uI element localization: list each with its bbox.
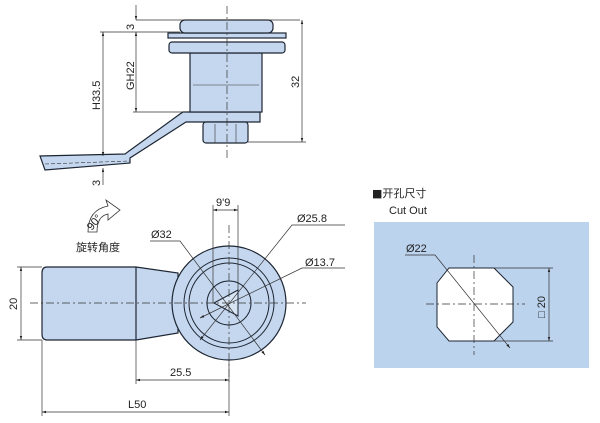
dim-d25-8: Ø25.8 [297,213,327,225]
dim-square: □ 20 [536,296,548,318]
dim-width: 20 [8,298,20,310]
cut-out-title-en: Cut Out [389,205,427,217]
rotation-label: 旋转角度 [76,240,120,254]
bottom-nut [202,121,249,144]
lock-body [189,52,263,113]
dim-overall: 32 [290,76,302,88]
dim-key-slot: 9'9 [216,197,230,209]
rotation-arrow-icon: 90° [85,198,121,233]
dim-cap-height: 3 [125,24,137,30]
dim-cam-thickness: 3 [91,180,103,186]
dim-length: L50 [128,399,146,411]
handle [41,266,179,341]
dim-thread: GH22 [125,61,137,90]
dim-d32: Ø32 [151,229,172,241]
cap [179,19,274,34]
dim-height: H33.5 [91,81,103,110]
side-view: 3 GH22 H33.5 32 3 [39,5,306,186]
dim-diameter: Ø22 [406,243,427,255]
dim-d13-7: Ø13.7 [305,257,335,269]
cut-out-title-cn: ■开孔尺寸 [372,186,426,200]
front-view: 90° 旋转角度 9'9 Ø32 Ø25.8 Ø13.7 20 25.5 L50 [8,197,345,416]
cut-out-panel: ■开孔尺寸 Cut Out Ø22 □ 20 [372,186,589,368]
cam-arm [39,111,261,171]
dim-cam-offset: 25.5 [170,367,191,379]
